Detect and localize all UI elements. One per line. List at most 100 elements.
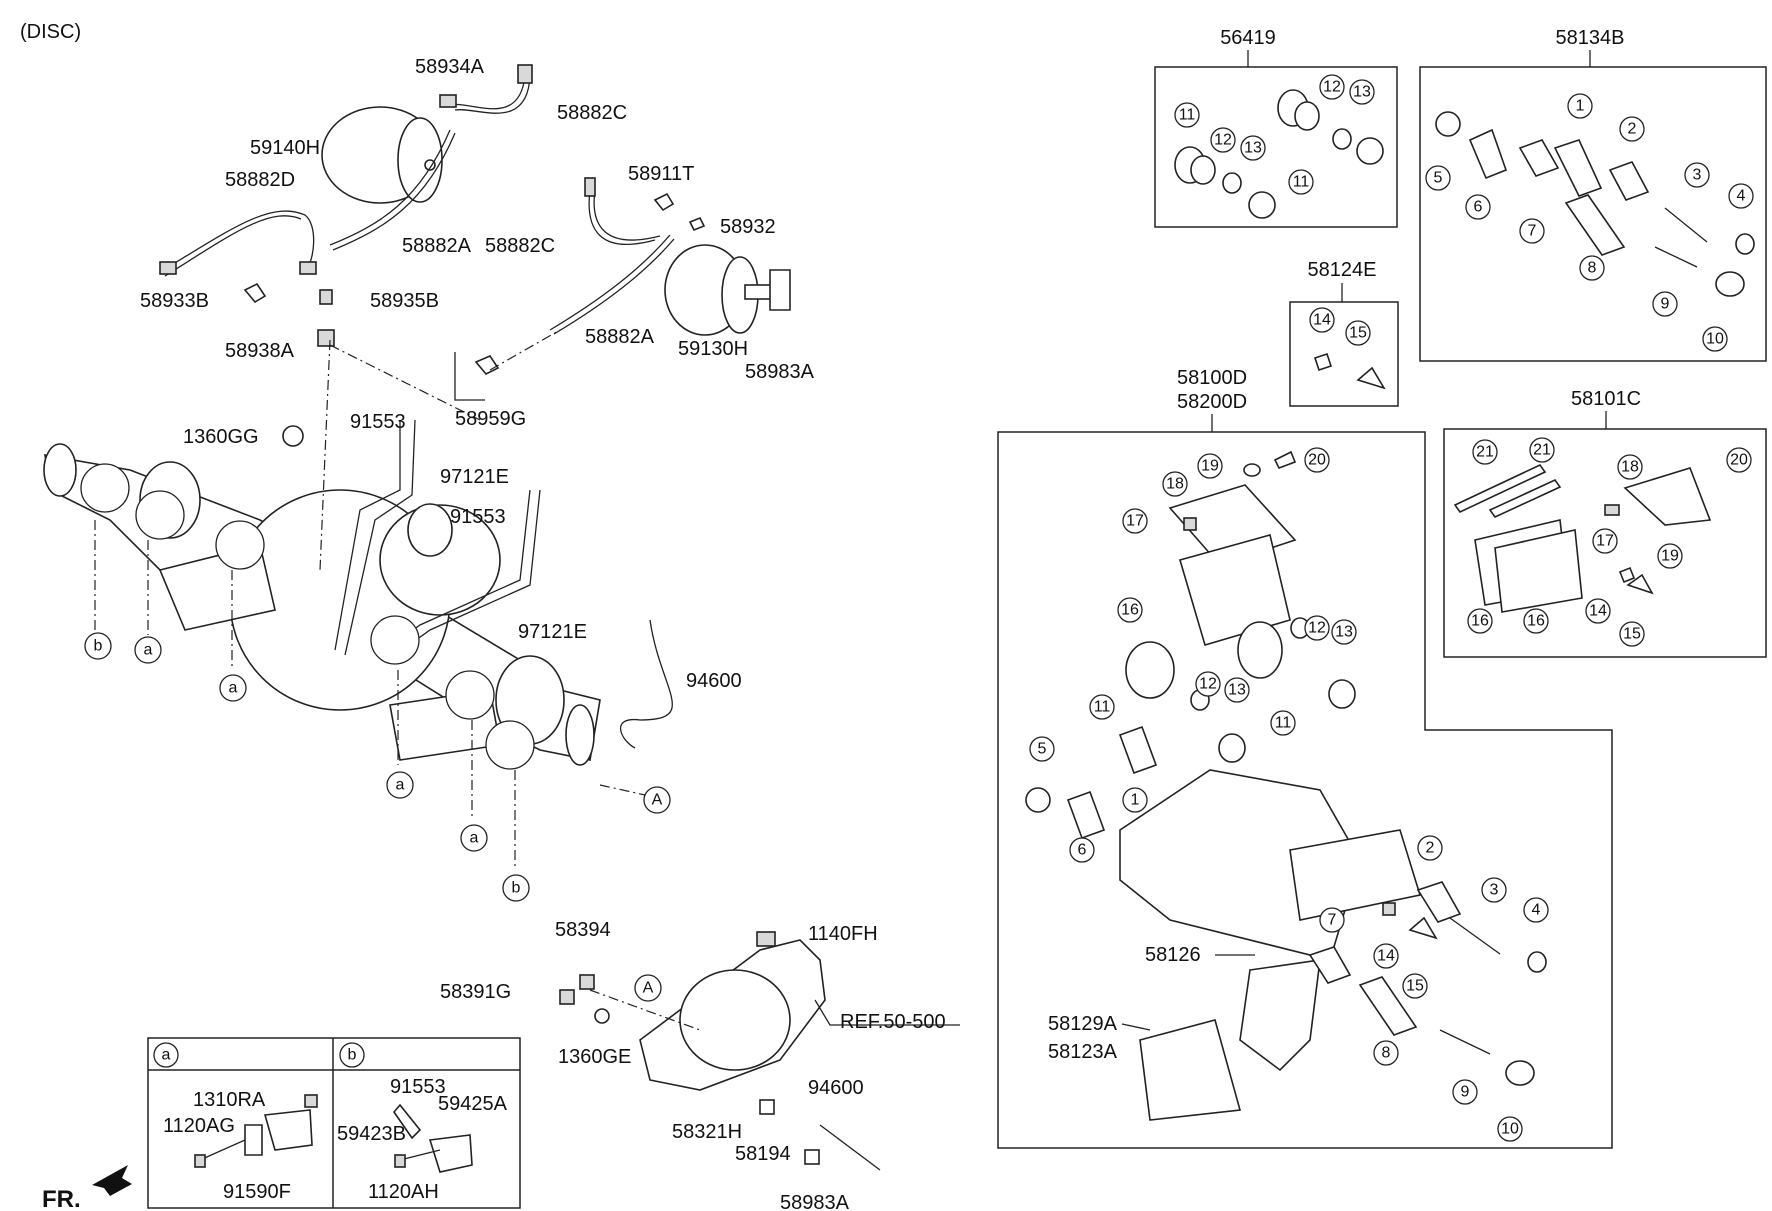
kit-58101C-title: 58101C <box>1571 388 1641 410</box>
ref-balloon: 6 <box>1069 837 1095 863</box>
ref-balloon-label: 9 <box>1461 1084 1470 1101</box>
ref-balloon-label: 10 <box>1501 1121 1519 1138</box>
ref-balloon: 10 <box>1497 1116 1523 1142</box>
caliper-assembly <box>1025 450 1547 1121</box>
callout-1310RA: 1310RA <box>193 1089 266 1111</box>
ref-balloon-label: 11 <box>1094 699 1111 716</box>
ref-balloon-label: 14 <box>1377 948 1395 965</box>
ref-balloon: 14 <box>1309 307 1335 333</box>
ref-balloon-label: 13 <box>1335 624 1353 641</box>
hose-58882A-top <box>329 129 451 246</box>
ref-balloon: 16 <box>1117 597 1143 623</box>
callout-91590F: 91590F <box>223 1181 291 1203</box>
callout-58882A-top: 58882A <box>402 235 472 257</box>
inset-tab-b: b <box>348 1047 357 1064</box>
ref-balloon-label: 15 <box>1623 626 1641 643</box>
ref-balloon: 3 <box>1684 162 1710 188</box>
kit-56419-box <box>1154 66 1398 228</box>
ref-balloon-label: 18 <box>1166 476 1184 493</box>
marker-A-1: A <box>643 786 671 814</box>
ref-balloon: 5 <box>1029 736 1055 762</box>
ref-balloon-label: 2 <box>1628 121 1637 138</box>
svg-text:a: a <box>396 777 405 794</box>
ref-balloon-label: 5 <box>1434 170 1443 187</box>
ref-balloon: 17 <box>1122 508 1148 534</box>
kit-58134B-title: 58134B <box>1556 27 1625 49</box>
ref-balloon-label: 13 <box>1353 84 1371 101</box>
front-indicator: FR. <box>42 1186 81 1211</box>
ref-balloon-label: 20 <box>1308 452 1326 469</box>
wire-91553-a <box>334 420 401 651</box>
ref-balloon: 19 <box>1197 453 1223 479</box>
ref-balloon: 16 <box>1523 608 1549 634</box>
ref-balloon-label: 4 <box>1532 902 1541 919</box>
brake-chamber-59130H <box>664 244 791 336</box>
connector-58938A <box>317 329 335 347</box>
ref-balloon-label: 17 <box>1596 533 1614 550</box>
sensor-94600-b <box>819 1124 881 1171</box>
callout-58938A: 58938A <box>225 340 295 362</box>
hose-58882A-mid <box>549 234 671 331</box>
ref-balloon: 9 <box>1652 291 1678 317</box>
callout-58935B: 58935B <box>370 290 439 312</box>
fitting-58959G <box>474 355 500 375</box>
ref-balloon-label: 14 <box>1313 312 1331 329</box>
ref-balloon-label: 21 <box>1533 442 1551 459</box>
ref-balloon: 2 <box>1619 116 1645 142</box>
callout-58126: 58126 <box>1145 944 1201 966</box>
callout-58882A-mid: 58882A <box>585 326 655 348</box>
callout-REF: REF.50-500 <box>840 1011 946 1033</box>
ref-balloon: 8 <box>1373 1040 1399 1066</box>
ref-balloon-label: 9 <box>1661 296 1670 313</box>
ref-balloon-label: 15 <box>1406 978 1424 995</box>
marker-a-2: a <box>219 674 247 702</box>
ref-balloon: 13 <box>1240 135 1266 161</box>
ref-balloon-label: 7 <box>1528 223 1537 240</box>
ref-balloon: 12 <box>1319 74 1345 100</box>
ref-balloon-label: 12 <box>1323 79 1341 96</box>
callout-58934A: 58934A <box>415 56 485 78</box>
front-arrow-icon <box>92 1165 132 1196</box>
kit-58134B-box <box>1419 66 1767 362</box>
ref-balloon: 1 <box>1122 787 1148 813</box>
ref-balloon: 11 <box>1270 710 1296 736</box>
callout-58959G: 58959G <box>455 408 526 430</box>
svg-text:a: a <box>229 680 238 697</box>
hose-58882C-top <box>449 74 526 110</box>
ref-balloon: 16 <box>1467 608 1493 634</box>
ref-balloon-label: 1 <box>1131 792 1140 809</box>
callout-58983A-bot: 58983A <box>780 1192 850 1211</box>
caliper-title-bottom: 58200D <box>1177 391 1247 413</box>
ref-balloon: 3 <box>1481 877 1507 903</box>
callout-94600-a: 94600 <box>686 670 742 692</box>
ref-balloon: 19 <box>1657 543 1683 569</box>
callout-58933B: 58933B <box>140 290 209 312</box>
ref-balloon: 15 <box>1402 973 1428 999</box>
svg-text:b: b <box>94 638 103 655</box>
ref-balloon-label: 20 <box>1730 452 1748 469</box>
callout-59140H: 59140H <box>250 137 320 159</box>
kit-56419-title: 56419 <box>1220 27 1276 49</box>
callout-91553-c: 91553 <box>390 1076 446 1098</box>
fitting-58911T <box>653 192 675 212</box>
anchor-plate-58321H <box>639 939 826 1091</box>
callout-1140FH: 1140FH <box>808 923 878 945</box>
callout-58391G: 58391G <box>440 981 511 1003</box>
ref-balloon-label: 11 <box>1179 107 1196 124</box>
nut-58194 <box>759 1099 775 1115</box>
ref-balloon: 21 <box>1529 437 1555 463</box>
fitting-58932 <box>688 216 706 232</box>
ref-balloon-label: 12 <box>1308 620 1326 637</box>
ref-balloon-label: 11 <box>1293 174 1310 191</box>
marker-a-1: a <box>134 636 162 664</box>
callout-58983A-top: 58983A <box>745 361 815 383</box>
callout-91553-b: 91553 <box>450 506 506 528</box>
ref-balloon-label: 13 <box>1244 140 1262 157</box>
ref-balloon-label: 14 <box>1589 603 1607 620</box>
ref-balloon-label: 21 <box>1476 444 1494 461</box>
callout-59130H: 59130H <box>678 338 748 360</box>
marker-a-3: a <box>386 771 414 799</box>
ref-balloon-label: 3 <box>1693 167 1702 184</box>
callout-97121E-a: 97121E <box>440 466 509 488</box>
